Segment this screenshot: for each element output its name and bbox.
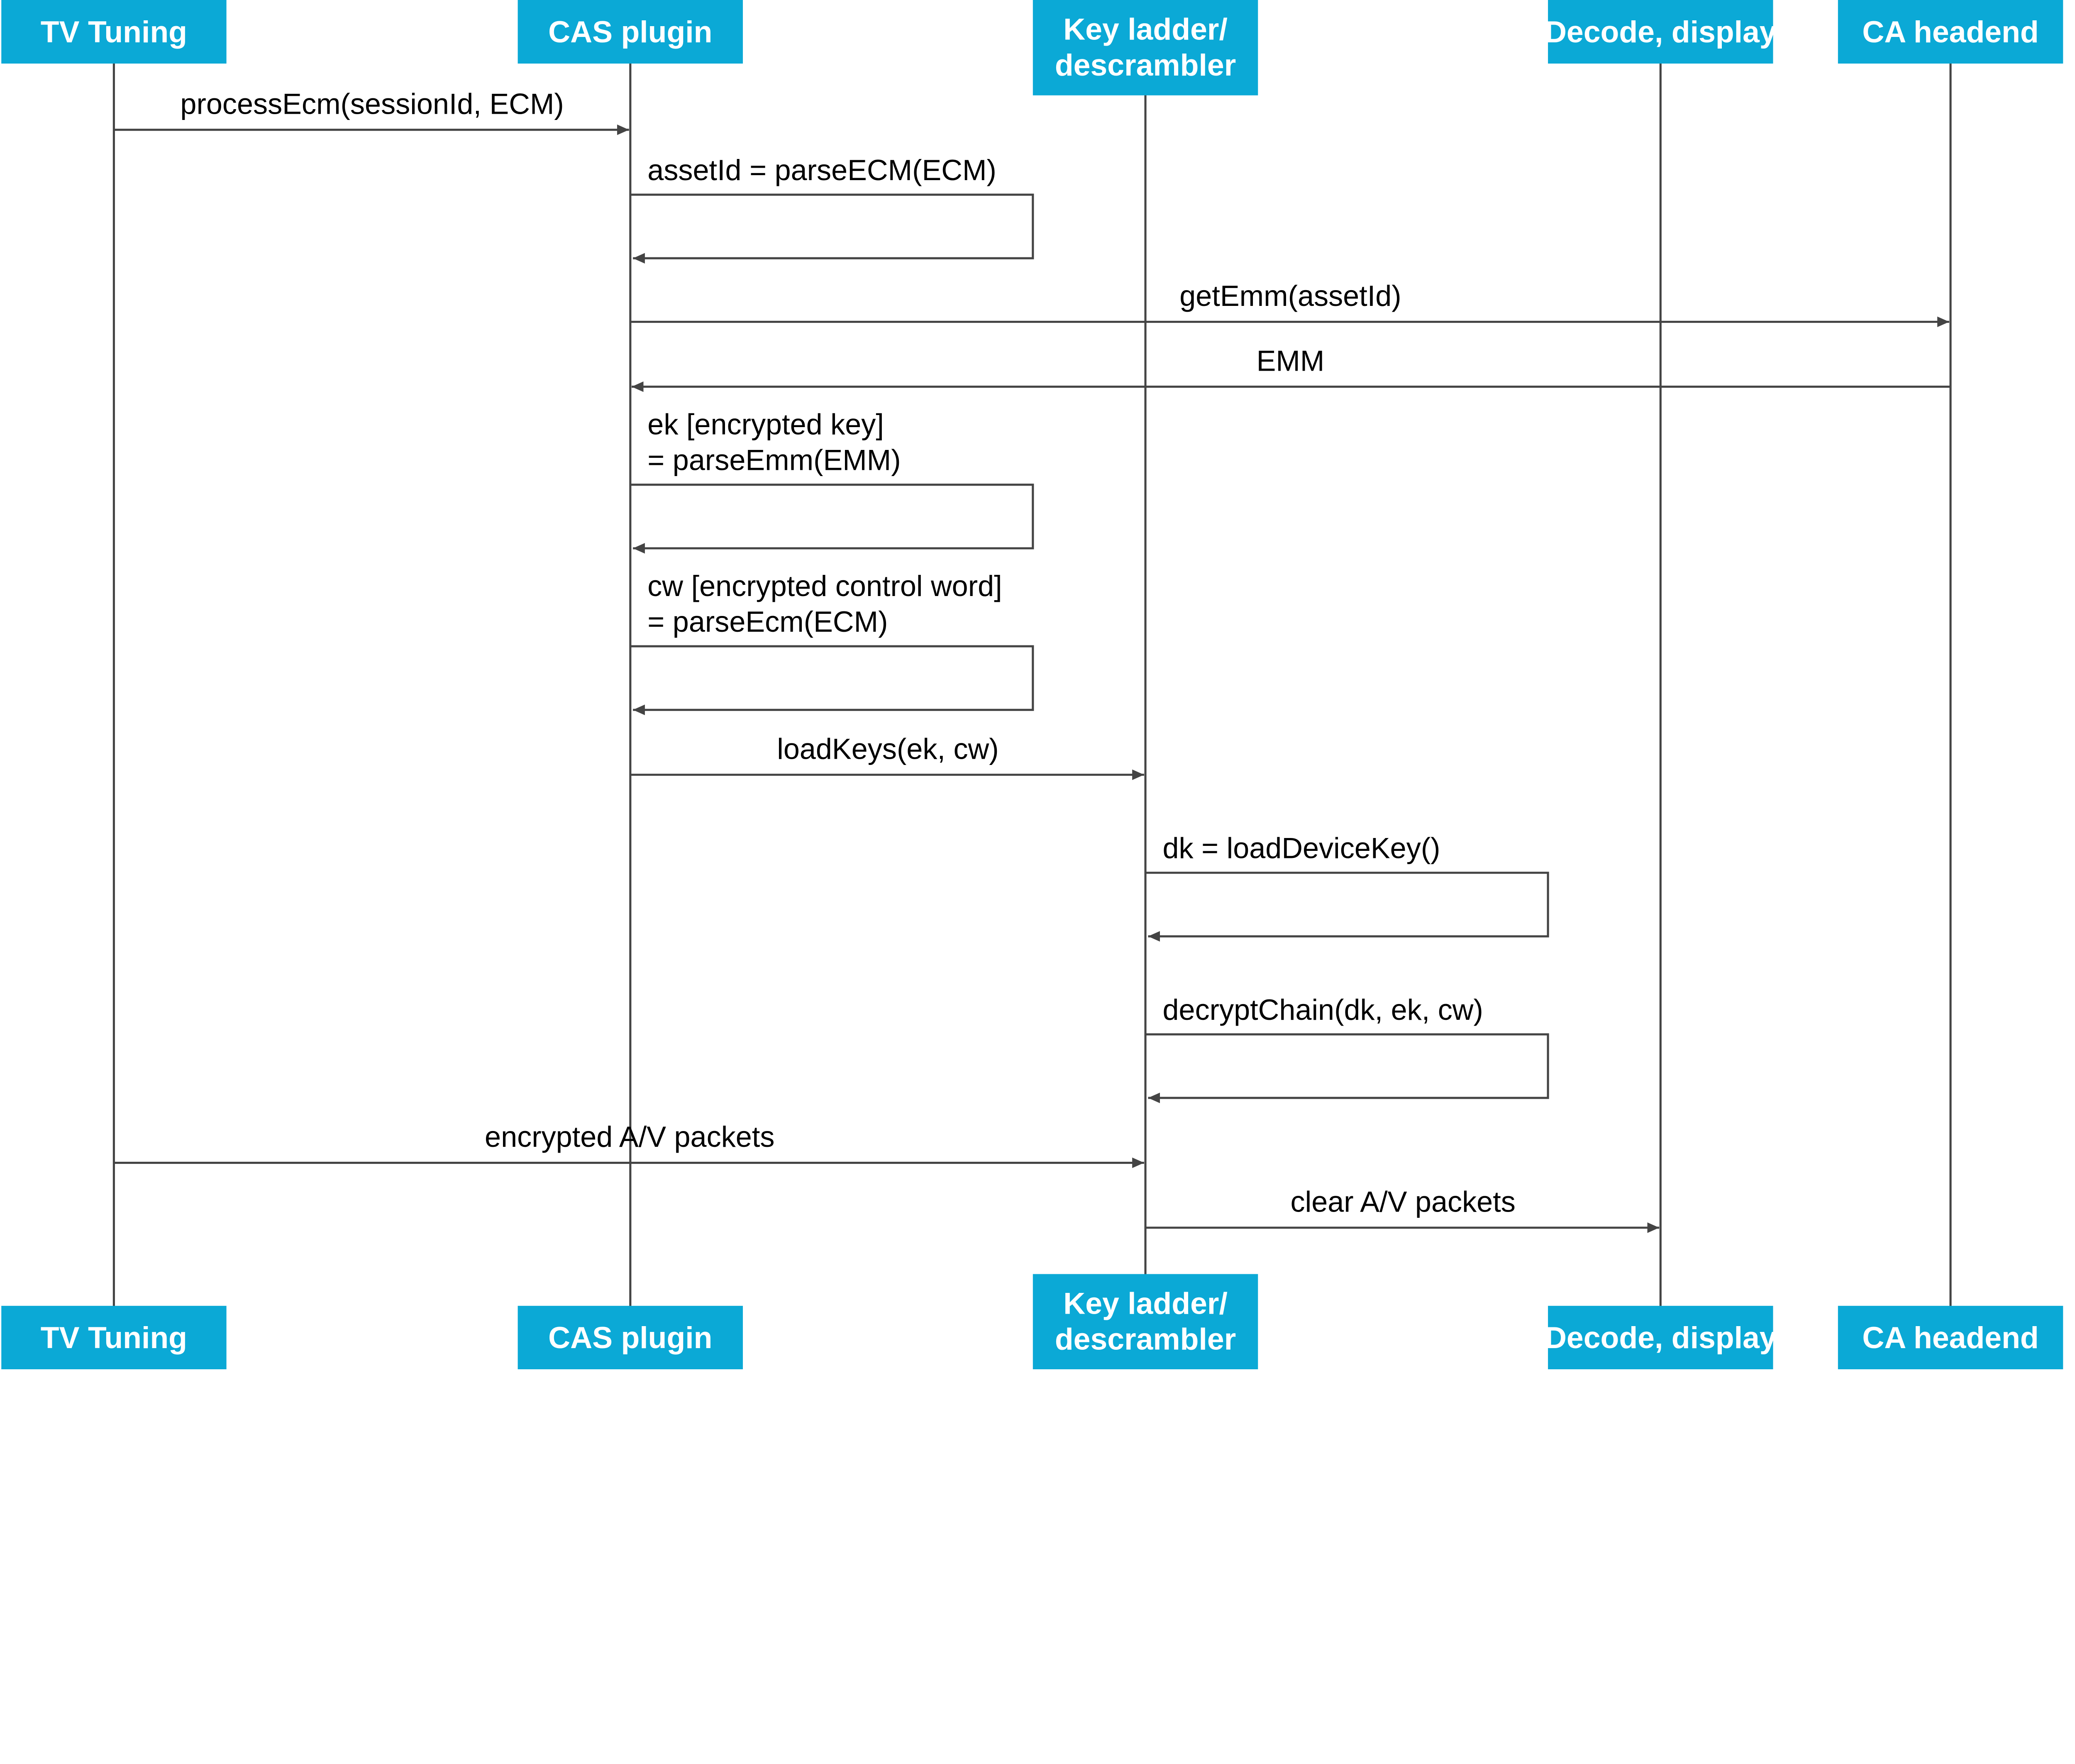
participant-box <box>518 0 743 64</box>
message-label: assetId = parseECM(ECM) <box>647 154 996 186</box>
participant-label: CA headend <box>1862 1321 2038 1355</box>
message-7: loadKeys(ek, cw) <box>630 732 1144 780</box>
message-6: cw [encrypted control word]= parseEcm(EC… <box>630 569 1034 716</box>
message-10: encrypted A/V packets <box>114 1120 1144 1168</box>
self-message-arrow <box>1145 1033 1549 1103</box>
participant-label: Key ladder/ <box>1063 1286 1228 1320</box>
participant-box <box>1548 0 1773 64</box>
lifelines <box>112 0 1952 1370</box>
participant-label: descrambler <box>1055 1322 1236 1356</box>
message-9: decryptChain(dk, ek, cw) <box>1145 993 1549 1103</box>
participant-key-top: Key ladder/descrambler <box>1033 0 1258 95</box>
message-label: = parseEmm(EMM) <box>647 444 901 476</box>
message-label: dk = loadDeviceKey() <box>1163 832 1440 865</box>
participant-label: CAS plugin <box>548 1321 712 1355</box>
message-label: processEcm(sessionId, ECM) <box>180 87 564 120</box>
message-label: getEmm(assetId) <box>1179 279 1401 312</box>
message-label: encrypted A/V packets <box>485 1120 774 1153</box>
participant-label: Decode, display <box>1545 15 1777 49</box>
message-label: ek [encrypted key] <box>647 408 884 441</box>
participant-key-bottom: Key ladder/descrambler <box>1033 1274 1258 1370</box>
participant-cas-bottom: CAS plugin <box>518 1306 743 1370</box>
self-message-arrow <box>630 193 1034 264</box>
participant-box <box>1 0 227 64</box>
message-3: getEmm(assetId) <box>630 279 1949 327</box>
message-label: = parseEcm(ECM) <box>647 605 888 638</box>
self-message-arrow <box>630 645 1034 716</box>
message-2: assetId = parseECM(ECM) <box>630 154 1034 264</box>
participant-box <box>1 1306 227 1370</box>
sequence-diagram: processEcm(sessionId, ECM) assetId = pars… <box>1 0 2063 1370</box>
message-8: dk = loadDeviceKey() <box>1145 832 1549 942</box>
participant-decode-bottom: Decode, display <box>1545 1306 1777 1370</box>
message-11: clear A/V packets <box>1145 1185 1660 1233</box>
message-label: clear A/V packets <box>1291 1185 1516 1218</box>
participant-tv-bottom: TV Tuning <box>1 1306 227 1370</box>
message-1: processEcm(sessionId, ECM) <box>114 87 629 135</box>
message-label: decryptChain(dk, ek, cw) <box>1163 993 1483 1026</box>
participant-label: TV Tuning <box>41 1321 187 1355</box>
participant-box <box>518 1306 743 1370</box>
messages: processEcm(sessionId, ECM) assetId = pars… <box>114 87 1951 1233</box>
participant-box <box>1033 0 1258 95</box>
participant-box <box>1838 1306 2063 1370</box>
message-5: ek [encrypted key]= parseEmm(EMM) <box>630 408 1034 554</box>
participant-tv-top: TV Tuning <box>1 0 227 64</box>
message-label: EMM <box>1257 344 1325 377</box>
self-message-arrow <box>630 484 1034 554</box>
participant-label: CAS plugin <box>548 15 712 49</box>
participant-decode-top: Decode, display <box>1545 0 1777 64</box>
participant-label: descrambler <box>1055 48 1236 82</box>
message-4: EMM <box>632 344 1951 392</box>
participant-ca-top: CA headend <box>1838 0 2063 64</box>
participant-label: Key ladder/ <box>1063 12 1228 46</box>
message-label: loadKeys(ek, cw) <box>777 732 998 765</box>
participant-box <box>1033 1274 1258 1370</box>
participant-label: TV Tuning <box>41 15 187 49</box>
self-message-arrow <box>1145 872 1549 942</box>
participant-box <box>1548 1306 1773 1370</box>
participant-cas-top: CAS plugin <box>518 0 743 64</box>
participant-ca-bottom: CA headend <box>1838 1306 2063 1370</box>
participant-label: CA headend <box>1862 15 2038 49</box>
participant-box <box>1838 0 2063 64</box>
message-label: cw [encrypted control word] <box>647 569 1002 602</box>
participant-label: Decode, display <box>1545 1321 1777 1355</box>
